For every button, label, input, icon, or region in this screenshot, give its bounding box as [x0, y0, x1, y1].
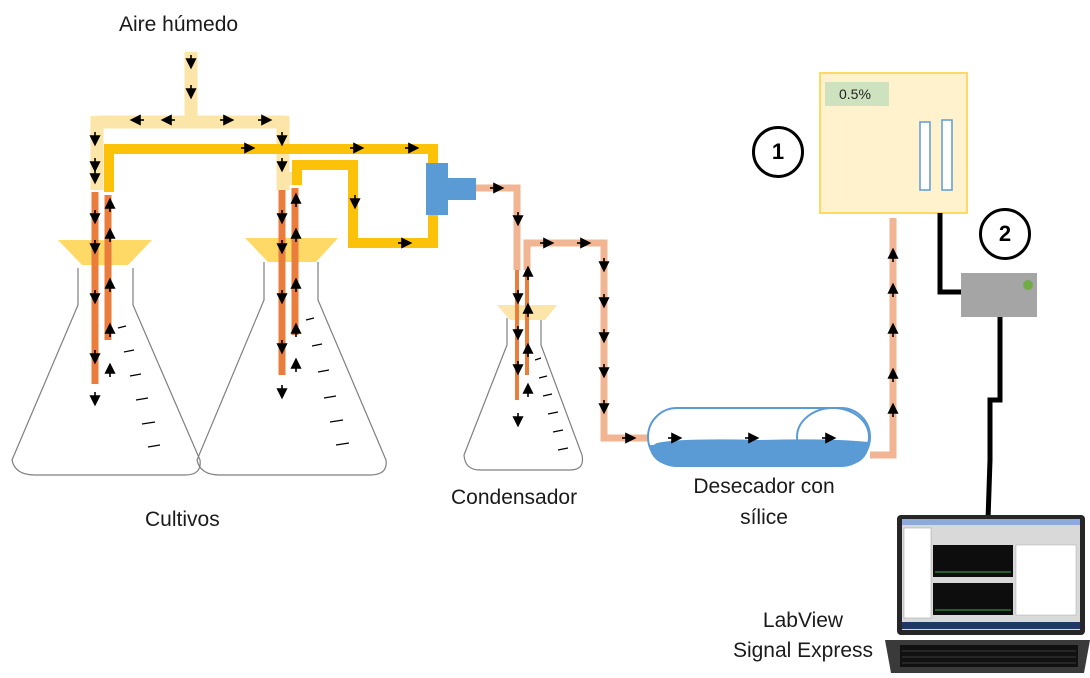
condenser-label: Condensador — [451, 486, 578, 509]
humid-air-tubes — [90, 52, 302, 190]
software-label-line2: Signal Express — [732, 639, 874, 662]
sensor-marker: 1 — [752, 126, 804, 178]
desiccator-label-line2: sílice — [740, 506, 788, 529]
software-label-line1: LabView — [762, 609, 844, 632]
sensor-display: 0.5% — [825, 82, 889, 106]
gas-collection-tubes — [104, 144, 438, 248]
culture-tubes — [91, 188, 299, 384]
condenser-flask — [463, 318, 584, 471]
cultures-label: Cultivos — [145, 508, 220, 531]
inlet-label: Aire húmedo — [119, 13, 239, 36]
desiccator-label-line1: Desecador con — [693, 475, 835, 498]
laptop-computer — [885, 515, 1090, 673]
flow-arrows — [89, 55, 899, 444]
condenser-line — [476, 184, 897, 459]
data-logger — [961, 273, 1037, 317]
culture-flask-2 — [196, 262, 387, 476]
data-cables — [937, 213, 1003, 521]
silica-desiccator — [647, 407, 871, 467]
culture-flask-1 — [11, 268, 201, 476]
logger-marker: 2 — [979, 208, 1031, 260]
three-way-valve — [426, 163, 476, 215]
